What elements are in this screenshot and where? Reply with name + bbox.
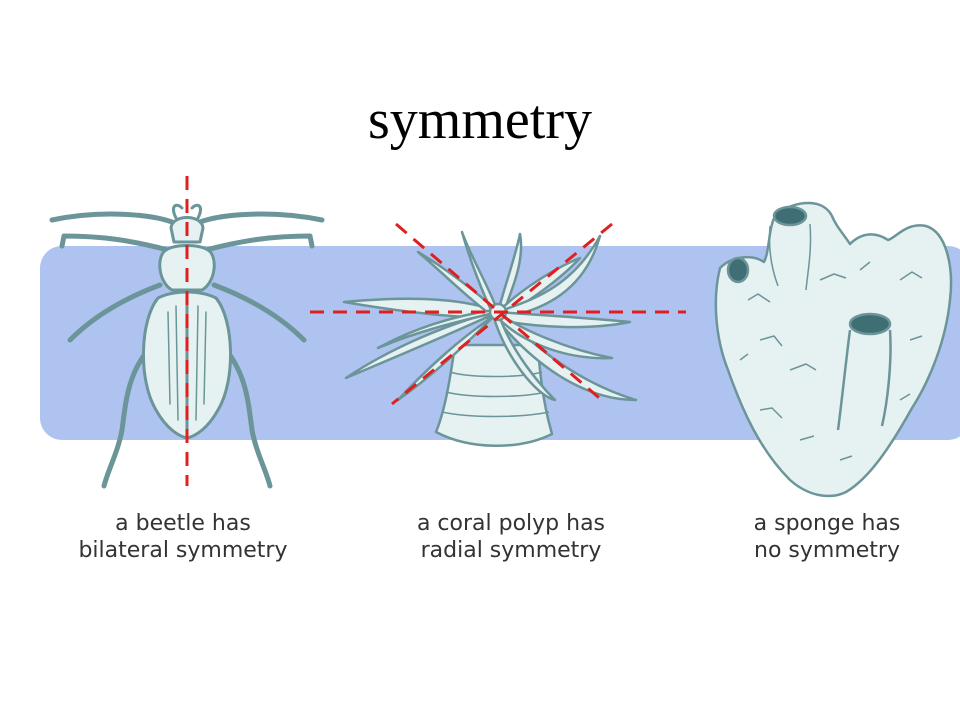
caption-sponge-line2: no symmetry [754, 538, 900, 563]
caption-sponge-line1: a sponge has [753, 511, 901, 536]
caption-beetle-line1: a beetle has [115, 511, 251, 536]
caption-beetle-line2: bilateral symmetry [78, 538, 288, 563]
radial-symmetry-lines [310, 222, 686, 406]
sponge-illustration [714, 201, 953, 498]
caption-sponge: a sponge has no symmetry [677, 510, 960, 564]
coral-polyp-illustration [342, 230, 638, 447]
caption-coral-polyp-line2: radial symmetry [420, 538, 602, 563]
page-title: symmetry [368, 89, 592, 151]
caption-coral-polyp-line1: a coral polyp has [416, 511, 606, 536]
caption-coral-polyp: a coral polyp has radial symmetry [361, 510, 661, 564]
caption-beetle: a beetle has bilateral symmetry [33, 510, 333, 564]
